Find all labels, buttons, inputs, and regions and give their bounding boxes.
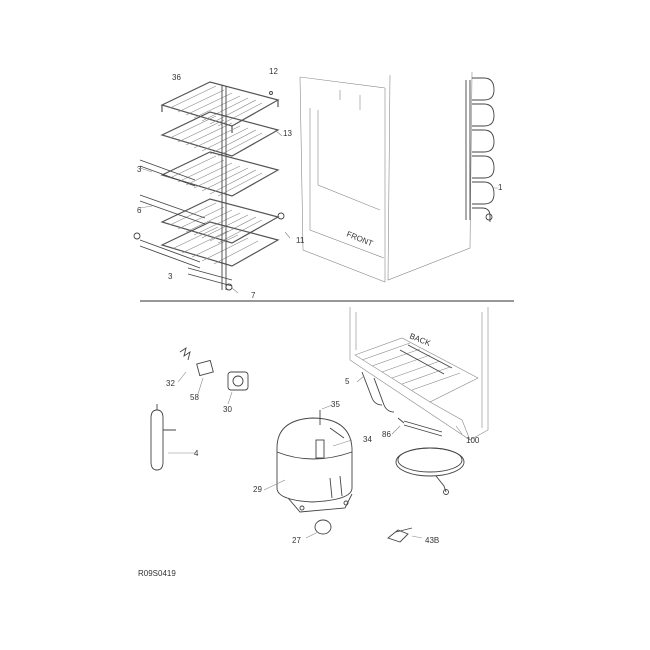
callout-30: 30 [223, 405, 232, 414]
callout-6: 6 [137, 206, 142, 215]
callout-86: 86 [382, 430, 391, 439]
callout-43b: 43B [425, 536, 439, 545]
figure-id: R09S0419 [138, 569, 176, 578]
condenser-coil [465, 77, 495, 222]
evaporator-shelves [133, 81, 285, 291]
callout-100: 100 [466, 436, 480, 445]
capillary-coil [395, 447, 465, 495]
compressor [263, 404, 353, 535]
callout-36: 36 [172, 73, 181, 82]
filter-drier [397, 417, 443, 437]
relay-parts [179, 346, 249, 391]
leader-lines-top [139, 129, 498, 294]
accumulator [150, 404, 195, 471]
callout-13: 13 [283, 129, 292, 138]
shelf-coil-2 [160, 111, 280, 157]
callout-3-lower: 3 [168, 272, 173, 281]
callout-32: 32 [166, 379, 175, 388]
callout-7: 7 [251, 291, 256, 300]
shelf-coil-3 [160, 151, 280, 197]
callout-4: 4 [194, 449, 199, 458]
callout-27: 27 [292, 536, 301, 545]
label-back: BACK [408, 332, 432, 349]
leader-lines-bottom [177, 371, 463, 539]
shelf-coil-1 [160, 81, 280, 133]
cabinet-base [349, 307, 489, 441]
shelf-coil-5 [160, 221, 280, 267]
callout-58: 58 [190, 393, 199, 402]
label-front: FRONT [345, 230, 374, 249]
cabinet-outline [299, 71, 473, 283]
callout-3-upper: 3 [137, 165, 142, 174]
callout-12: 12 [269, 67, 278, 76]
callout-35: 35 [331, 400, 340, 409]
callout-1: 1 [498, 183, 503, 192]
clip-part [387, 527, 423, 543]
callout-11: 11 [296, 236, 305, 245]
callout-34: 34 [363, 435, 372, 444]
callout-29: 29 [253, 485, 262, 494]
callout-5: 5 [345, 377, 350, 386]
